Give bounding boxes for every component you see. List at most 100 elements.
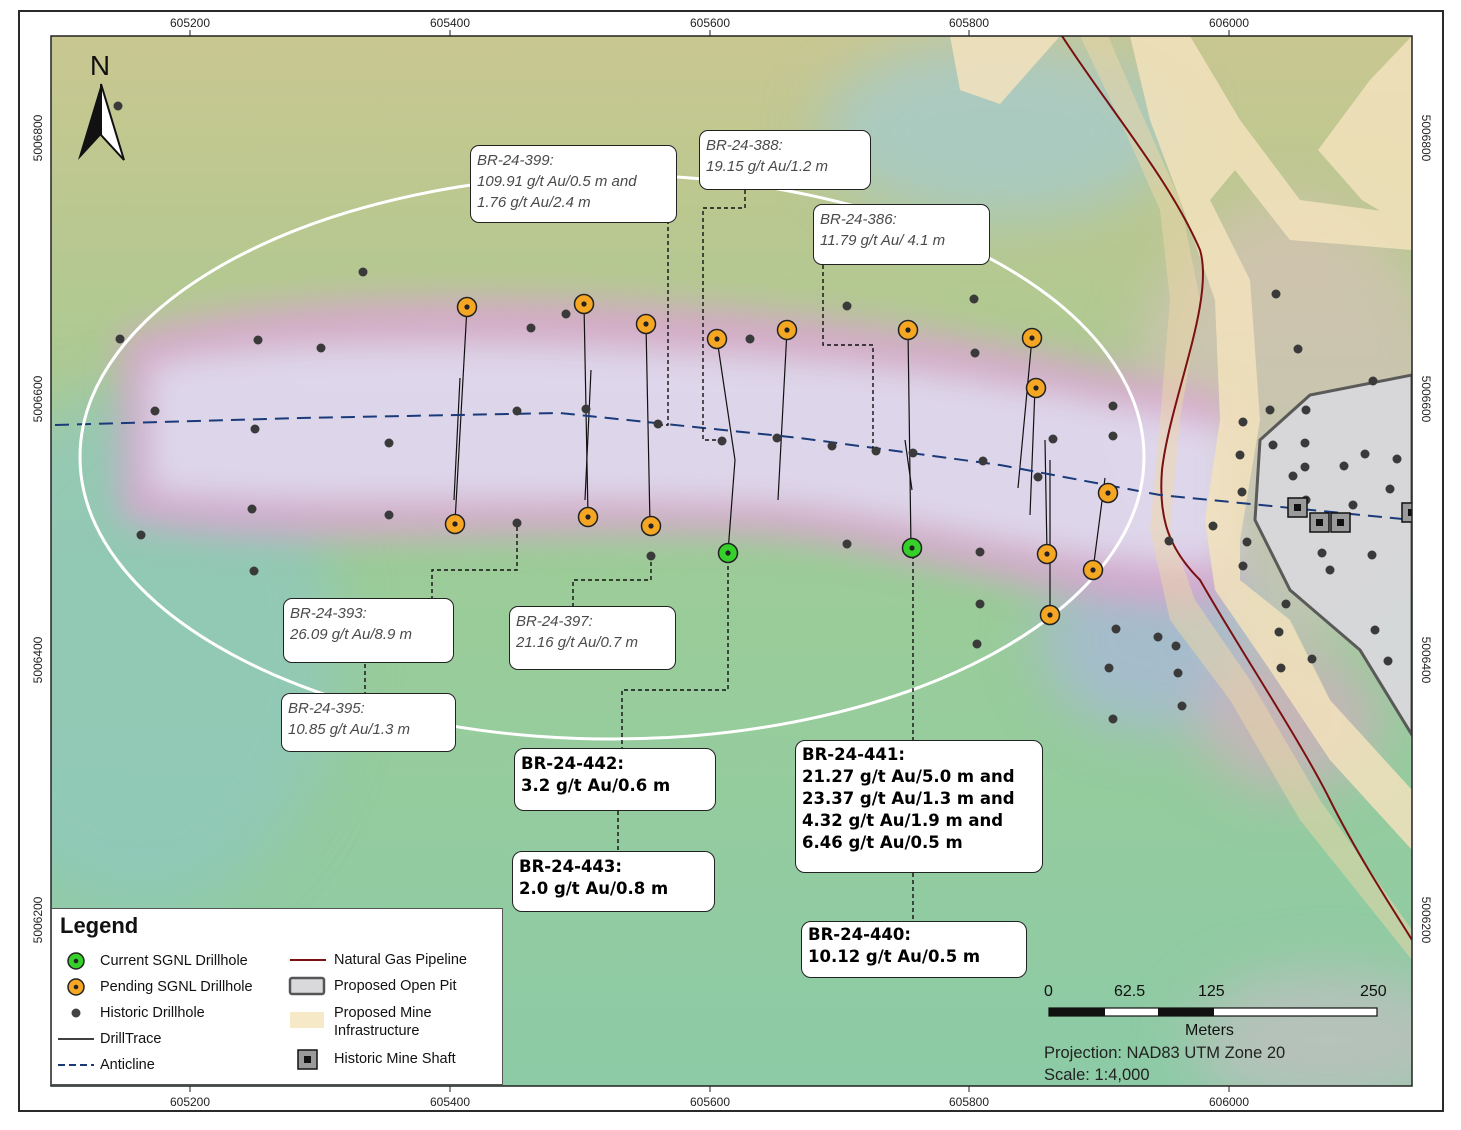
callout-hole-id: BR-24-442: (521, 754, 624, 773)
scale-label: 0 (1044, 983, 1053, 1000)
callout-assay: 23.37 g/t Au/1.3 m and (802, 789, 1015, 808)
callout-assay: 4.32 g/t Au/1.9 m and (802, 811, 1004, 830)
mine-infrastructure-icon (290, 1012, 324, 1028)
legend-label: Historic Drillhole (100, 1005, 205, 1021)
pending-drillhole-icon (1097, 482, 1119, 504)
proposed-open-pit (1253, 373, 1412, 738)
y-tick-left: 5006800 (31, 114, 45, 161)
callout-hole-id: BR-24-397: (516, 613, 593, 630)
x-tick-top: 606000 (1209, 16, 1249, 30)
pending-drillhole-icon (573, 293, 595, 315)
callout-br-24-395: BR-24-395: 10.85 g/t Au/1.3 m (281, 693, 456, 752)
legend-label: Anticline (100, 1057, 155, 1073)
x-tick-bottom: 605200 (170, 1095, 210, 1109)
pending-drillhole-icon (897, 319, 919, 341)
scale-text: Scale: 1:4,000 (1044, 1066, 1150, 1084)
scale-label: 250 (1360, 983, 1387, 1000)
open-pit-icon (288, 976, 326, 996)
callout-assay: 6.46 g/t Au/0.5 m (802, 833, 963, 852)
map-neatline (50, 35, 1413, 1087)
pending-drillhole-icon (456, 296, 478, 318)
historic-drillholes (113, 101, 1402, 724)
drilltrace-line-icon (58, 1038, 94, 1040)
x-tick-bottom: 605600 (690, 1095, 730, 1109)
mine-shaft-icon (1287, 497, 1308, 518)
current-drillhole-icon (901, 537, 923, 559)
projection-text: Projection: NAD83 UTM Zone 20 (1044, 1044, 1286, 1062)
pending-drillhole-icon (1082, 559, 1104, 581)
pending-drillhole-icon (444, 513, 466, 535)
y-tick-left: 5006600 (31, 375, 45, 422)
callout-br-24-443: BR-24-443: 2.0 g/t Au/0.8 m (512, 851, 715, 912)
x-tick-top: 605600 (690, 16, 730, 30)
scale-unit: Meters (1185, 1022, 1234, 1039)
callout-br-24-393: BR-24-393: 26.09 g/t Au/8.9 m (283, 598, 454, 663)
legend-label-line2: Infrastructure (334, 1023, 420, 1039)
callout-hole-id: BR-24-443: (519, 857, 622, 876)
pending-drillholes (444, 293, 1119, 626)
legend-label: Pending SGNL Drillhole (100, 979, 253, 995)
callout-br-24-386: BR-24-386: 11.79 g/t Au/ 4.1 m (813, 204, 990, 265)
callout-hole-id: BR-24-388: (706, 137, 783, 154)
mine-shaft-icon (1309, 512, 1330, 533)
callout-br-24-440: BR-24-440: 10.12 g/t Au/0.5 m (801, 921, 1027, 978)
proposed-mine-infrastructure (950, 36, 1412, 960)
historic-drillhole-icon (71, 1008, 81, 1018)
callout-assay: 21.16 g/t Au/0.7 m (516, 634, 639, 651)
callout-hole-id: BR-24-441: (802, 745, 905, 764)
mine-shaft-icon (1330, 512, 1351, 533)
x-tick-top: 605200 (170, 16, 210, 30)
legend-label: Current SGNL Drillhole (100, 953, 248, 969)
north-arrow: N (78, 50, 125, 161)
scale-label: 125 (1198, 983, 1225, 1000)
callout-hole-id: BR-24-386: (820, 211, 897, 228)
callout-assay: 109.91 g/t Au/0.5 m and (477, 173, 637, 190)
legend-label: Natural Gas Pipeline (334, 952, 467, 968)
anticline-high-band (120, 296, 1230, 605)
callout-assay: 11.79 g/t Au/ 4.1 m (820, 232, 946, 249)
x-tick-bottom: 605400 (430, 1095, 470, 1109)
legend-label: DrillTrace (100, 1031, 162, 1047)
anticline-line (54, 411, 1412, 521)
scale-bar-graphic (1048, 1007, 1378, 1017)
callout-br-24-388: BR-24-388: 19.15 g/t Au/1.2 m (699, 130, 871, 190)
pending-drillhole-icon (635, 313, 657, 335)
legend-label: Proposed Mine (334, 1005, 432, 1021)
scale-bar: 0 62.5 125 250 Meters Projection: NAD83 … (1040, 980, 1400, 1090)
x-tick-top: 605400 (430, 16, 470, 30)
scale-label: 62.5 (1114, 983, 1146, 1000)
current-drillholes (717, 537, 923, 564)
current-drillhole-icon (67, 952, 85, 970)
pending-drillhole-icon (1025, 377, 1047, 399)
callout-br-24-399: BR-24-399: 109.91 g/t Au/0.5 m and 1.76 … (470, 145, 677, 223)
y-tick-left: 5006400 (31, 636, 45, 683)
callout-br-24-397: BR-24-397: 21.16 g/t Au/0.7 m (509, 606, 676, 670)
callout-assay: 19.15 g/t Au/1.2 m (706, 158, 829, 175)
pending-drillhole-icon (1021, 327, 1043, 349)
legend-panel: Legend Current SGNL Drillhole Pending SG… (51, 908, 503, 1085)
callout-assay: 2.0 g/t Au/0.8 m (519, 879, 669, 898)
pipeline-line-icon (290, 959, 326, 961)
y-tick-right: 5006600 (1419, 376, 1433, 423)
callout-br-24-442: BR-24-442: 3.2 g/t Au/0.6 m (514, 748, 716, 811)
natural-gas-pipeline (1061, 36, 1412, 941)
pending-drillhole-icon (1039, 604, 1061, 626)
y-tick-left: 5006200 (31, 896, 45, 943)
pending-drillhole-icon (776, 319, 798, 341)
x-tick-bottom: 606000 (1209, 1095, 1249, 1109)
pending-drillhole-icon (67, 978, 85, 996)
callout-assay: 26.09 g/t Au/8.9 m (290, 626, 413, 643)
callout-hole-id: BR-24-395: (288, 700, 365, 717)
mine-shaft-icon (297, 1049, 318, 1070)
callout-assay: 1.76 g/t Au/2.4 m (477, 194, 591, 211)
callout-br-24-441: BR-24-441: 21.27 g/t Au/5.0 m and 23.37 … (795, 740, 1043, 873)
pending-drillhole-icon (706, 328, 728, 350)
pending-drillhole-icon (640, 515, 662, 537)
north-arrow-icon (78, 83, 125, 161)
callout-assay: 21.27 g/t Au/5.0 m and (802, 767, 1015, 786)
pending-drillhole-icon (577, 506, 599, 528)
map-frame (18, 10, 1444, 1112)
north-label: N (90, 50, 110, 81)
x-tick-bottom: 605800 (949, 1095, 989, 1109)
callout-assay: 10.12 g/t Au/0.5 m (808, 947, 981, 966)
